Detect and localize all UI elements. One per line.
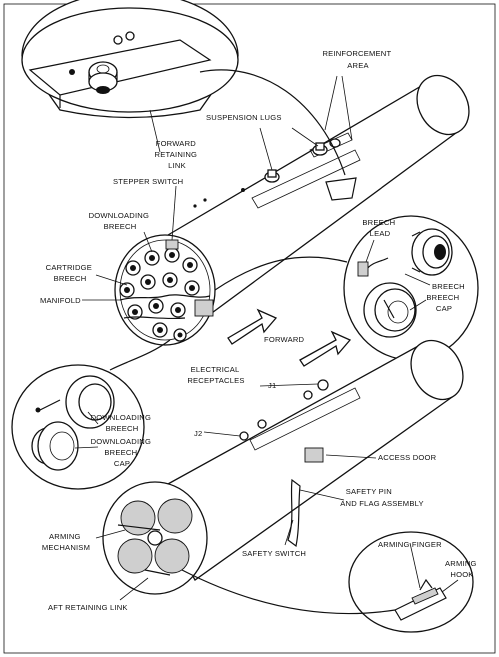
figure-border <box>3 3 496 654</box>
label-arming-hook: ARMING HOOK <box>445 559 479 579</box>
label-forward-retaining-link: FORWARD RETAINING LINK <box>155 139 200 170</box>
label-access-door: ACCESS DOOR <box>378 453 437 462</box>
label-downloading-breech-inset: DOWNLOADING BREECH <box>91 413 154 433</box>
access-door <box>304 447 324 463</box>
label-safety-switch: SAFETY SWITCH <box>242 549 306 558</box>
forward-end-plate <box>114 234 216 346</box>
label-breech-lead: BREECH LEAD <box>362 218 397 238</box>
label-safety-pin-flag: SAFETY PIN AND FLAG ASSEMBLY <box>340 487 423 508</box>
label-suspension-lugs: SUSPENSION LUGS <box>206 113 282 122</box>
leader-lines <box>74 75 459 601</box>
label-electrical-receptacles: ELECTRICAL RECEPTACLES <box>187 365 244 385</box>
stepper-switch-box <box>165 239 179 250</box>
label-manifold: MANIFOLD <box>40 296 81 305</box>
callout-labels: REINFORCEMENT AREA SUSPENSION LUGS FORWA… <box>40 49 479 612</box>
label-arming-mechanism: ARMING MECHANISM <box>42 532 90 552</box>
label-cartridge-breech: CARTRIDGE BREECH <box>46 263 95 283</box>
label-breech: BREECH <box>432 282 465 291</box>
forward-arrows <box>227 308 352 367</box>
label-downloading-breech-top: DOWNLOADING BREECH <box>89 211 152 231</box>
label-arming-finger: ARMING FINGER <box>378 540 442 549</box>
j2-receptacle <box>239 431 249 441</box>
label-downloading-breech-cap: DOWNLOADING BREECH CAP <box>91 437 154 468</box>
breech-inset <box>214 215 479 361</box>
upper-dispenser-body <box>167 74 470 320</box>
lower-dispenser-body <box>147 339 464 581</box>
aft-end-plate <box>102 481 208 595</box>
label-j2: J2 <box>194 429 202 438</box>
label-aft-retaining-link: AFT RETAINING LINK <box>48 603 128 612</box>
arming-finger-inset <box>181 531 474 633</box>
label-breech-cap: BREECH CAP <box>426 293 461 313</box>
label-reinforcement-area: REINFORCEMENT AREA <box>322 49 393 70</box>
label-j1: J1 <box>268 381 276 390</box>
breech-cluster <box>119 247 200 342</box>
label-forward: FORWARD <box>264 335 305 344</box>
downloading-breech-inset <box>11 339 171 490</box>
j1-receptacle <box>317 379 329 391</box>
retaining-link-inset <box>21 0 357 201</box>
label-stepper-switch: STEPPER SWITCH <box>113 177 183 186</box>
